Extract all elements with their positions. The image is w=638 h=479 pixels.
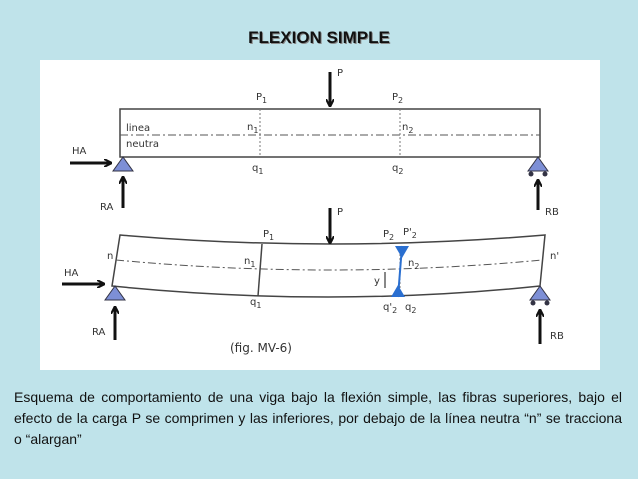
beam-1-label-q1: q1 <box>252 163 263 176</box>
beam-2-body <box>111 234 546 298</box>
beam-2-left-support-icon <box>104 285 126 301</box>
beam-1-neutral-label-1: linea <box>126 123 150 134</box>
beam-1-rb-label: RB <box>545 207 559 218</box>
beam-2-right-support-icon <box>529 285 551 301</box>
beam-2-label-y: y <box>374 276 380 287</box>
beam-2-load-label: P <box>337 207 343 218</box>
caption-text: Esquema de comportamiento de una viga ba… <box>14 389 622 447</box>
beam-2-label-q2-prime: q'2 <box>383 302 397 315</box>
beam-1: P P1 P2 n1 n2 q1 q2 linea neutra HA RA R… <box>70 68 559 218</box>
beam-2-label-q2: q2 <box>405 302 416 315</box>
beam-1-roller-icon-2 <box>542 171 548 177</box>
page-title: FLEXION SIMPLE <box>248 28 390 47</box>
beam-1-body <box>119 108 541 158</box>
beam-1-label-q2: q2 <box>392 163 403 176</box>
beam-2-tension-icon <box>391 285 405 297</box>
beam-1-roller-icon <box>528 171 534 177</box>
beam-2-ra-label: RA <box>92 327 106 338</box>
beam-1-label-p2: P2 <box>392 92 403 105</box>
beam-2-neutral-axis <box>115 259 543 271</box>
beam-2: P P1 P2 P'2 n n' n1 n2 q1 q'2 q2 y HA RA… <box>62 207 564 344</box>
beam-2-label-n1: n1 <box>244 256 255 269</box>
beam-2-roller-icon <box>530 300 536 306</box>
beam-1-label-p1: P1 <box>256 92 267 105</box>
beam-1-neutral-label-2: neutra <box>126 139 159 150</box>
beam-2-label-n-prime: n' <box>550 251 559 262</box>
beam-1-label-n1: n1 <box>247 122 258 135</box>
beam-1-ra-label: RA <box>100 202 114 213</box>
beam-2-label-p1: P1 <box>263 229 274 242</box>
beam-1-ha-label: HA <box>72 146 87 157</box>
beam-2-label-n2: n2 <box>408 258 419 271</box>
beam-2-label-n: n <box>107 251 113 262</box>
beam-2-ha-label: HA <box>64 268 79 279</box>
beam-2-compression-icon <box>395 246 409 258</box>
beam-2-label-q1: q1 <box>250 297 261 310</box>
beam-2-rb-label: RB <box>550 331 564 342</box>
beam-diagram: P P1 P2 n1 n2 q1 q2 linea neutra HA RA R… <box>40 60 600 370</box>
beam-2-label-p2: P2 <box>383 229 394 242</box>
figure-label: (fig. MV-6) <box>230 341 292 355</box>
beam-1-load-label: P <box>337 68 343 79</box>
beam-2-section-1 <box>257 243 263 297</box>
beam-1-left-support-icon <box>112 156 134 172</box>
beam-2-label-p2-prime: P'2 <box>403 227 417 240</box>
beam-diagram-svg: P P1 P2 n1 n2 q1 q2 linea neutra HA RA R… <box>62 68 564 355</box>
beam-1-right-support-icon <box>527 156 549 172</box>
beam-1-label-n2: n2 <box>402 122 413 135</box>
beam-2-roller-icon-2 <box>544 300 550 306</box>
